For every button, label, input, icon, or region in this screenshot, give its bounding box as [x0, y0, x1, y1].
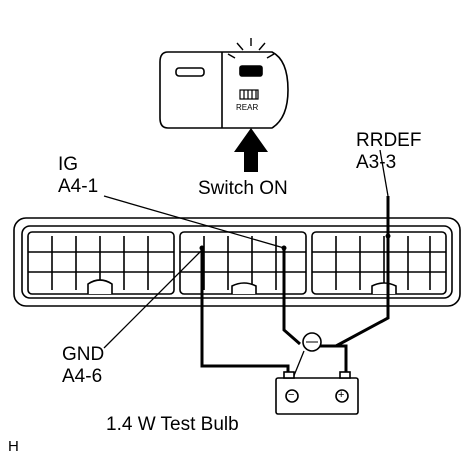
switch-panel: [159, 38, 289, 129]
battery-positive-mark: +: [338, 389, 345, 401]
ig-terminal-pin: A4-1: [58, 176, 99, 197]
rear-defogger-icon: [239, 89, 259, 100]
gnd-terminal-name: GND: [62, 344, 105, 365]
probe-tip-gnd: [199, 245, 205, 251]
gnd-terminal-pin: A4-6: [62, 366, 103, 387]
indicator-light: [239, 65, 263, 77]
ig-terminal-name: IG: [58, 154, 79, 175]
battery-negative-mark: −: [288, 389, 295, 401]
probe-tip-ig: [281, 245, 287, 251]
up-arrow-icon: [234, 128, 268, 172]
ecu-connector: [13, 217, 461, 307]
rear-button-label: REAR: [236, 103, 259, 112]
rrdef-terminal-pin: A3-3: [356, 152, 397, 173]
light-rays-icon: [227, 38, 275, 59]
switch-on-label: Switch ON: [198, 178, 288, 199]
rrdef-terminal-name: RRDEF: [356, 130, 422, 151]
probe-tip-rrdef: [385, 233, 391, 239]
battery-icon: [275, 371, 359, 415]
figure-code: H: [8, 438, 19, 455]
test-bulb-label: 1.4 W Test Bulb: [106, 414, 239, 435]
